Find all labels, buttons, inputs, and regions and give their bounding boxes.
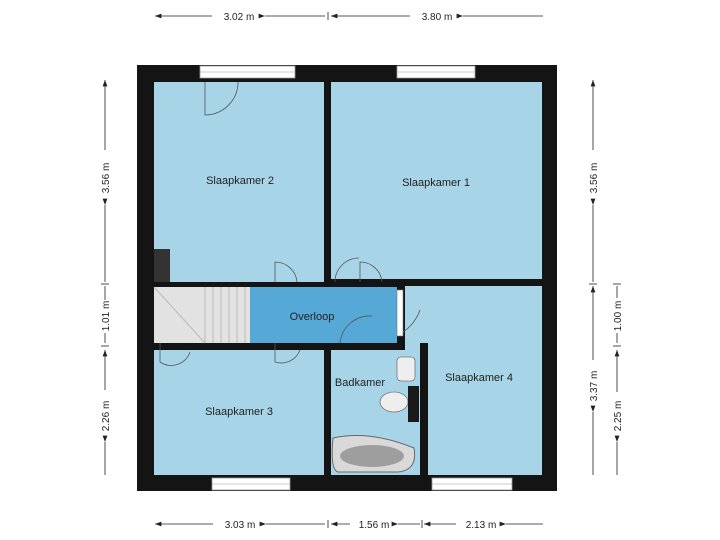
- dim-right-top: 3.56 m: [589, 163, 600, 194]
- doors: [159, 81, 421, 366]
- door-panel: [396, 289, 404, 337]
- dim-bottom-right: 2.13 m: [466, 520, 497, 531]
- label-slaapkamer-1: Slaapkamer 1: [402, 177, 470, 189]
- dim-right-outer-top: 1.00 m: [613, 301, 624, 332]
- dim-bottom-left: 3.03 m: [225, 520, 256, 531]
- room-slaapkamer-3: [154, 350, 324, 475]
- chimney: [154, 249, 170, 282]
- dim-top-right: 3.80 m: [422, 12, 453, 23]
- bathtub-basin: [340, 445, 404, 467]
- dim-left-bottom: 2.26 m: [101, 401, 112, 432]
- toilet-tank: [408, 386, 419, 422]
- dim-bottom-mid: 1.56 m: [359, 520, 390, 531]
- room-overloop: [250, 287, 397, 343]
- dim-left-mid: 1.01 m: [101, 301, 112, 332]
- label-overloop: Overloop: [290, 311, 335, 323]
- label-badkamer: Badkamer: [335, 377, 385, 389]
- stairs: [154, 287, 250, 343]
- label-slaapkamer-3: Slaapkamer 3: [205, 406, 273, 418]
- room-slaapkamer-2: [154, 82, 324, 282]
- stair-treads: [153, 286, 246, 344]
- dimension-ticks: [101, 12, 621, 528]
- label-slaapkamer-4: Slaapkamer 4: [445, 372, 513, 384]
- dim-right-outer-bottom: 2.25 m: [613, 401, 624, 432]
- dim-top-left: 3.02 m: [224, 12, 255, 23]
- room-slaapkamer-1: [331, 82, 542, 279]
- window-lines: [200, 71, 512, 485]
- sink: [396, 356, 416, 382]
- dim-left-top: 3.56 m: [101, 163, 112, 194]
- badkamer-wall: [420, 343, 428, 475]
- dim-right-bottom: 3.37 m: [589, 371, 600, 402]
- dimension-lines: [102, 13, 620, 527]
- toilet: [379, 391, 409, 413]
- label-slaapkamer-2: Slaapkamer 2: [206, 175, 274, 187]
